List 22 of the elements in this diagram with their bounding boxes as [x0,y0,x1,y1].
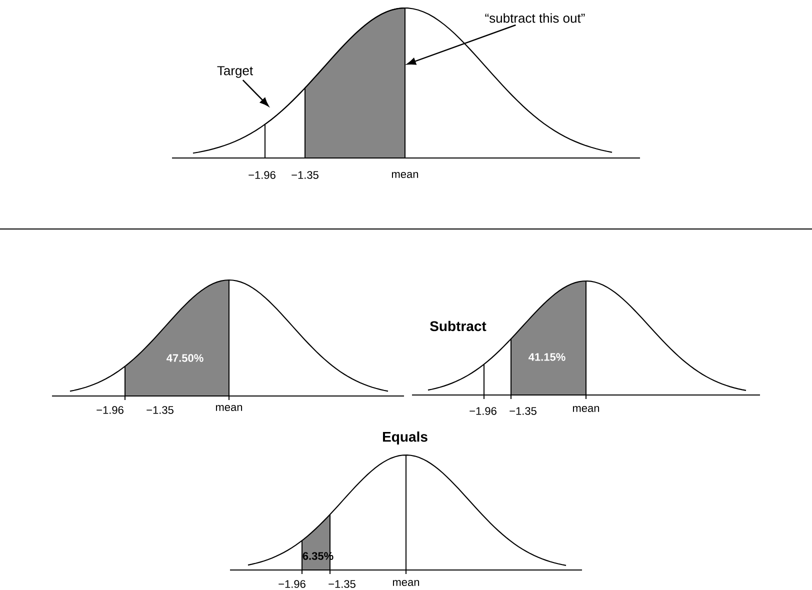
tick-label: −1.35 [510,407,536,415]
tick-label: mean [392,580,420,586]
tick-label: mean [216,405,242,412]
tick-label: mean [392,172,418,178]
tick-label: −1.96 [96,406,124,414]
callout-text: “subtract this out” [485,13,585,23]
percent-label: 41.15% [528,353,566,361]
callout-text: Target [217,66,253,78]
tick-label: −1.35 [146,406,174,414]
target-area [264,86,306,158]
tick-label: −1.96 [248,171,276,179]
heading: Subtract [430,320,486,332]
tick-label: −1.35 [328,580,356,588]
arrow [242,80,269,106]
percent-label: 47.50% [166,354,204,362]
tick-label: −1.35 [292,171,318,179]
shaded-area [304,7,406,158]
tick-label: −1.96 [278,580,306,588]
heading: Equals [383,431,428,445]
arrow [406,24,516,65]
tick-label: −1.96 [470,407,496,415]
tick-label: mean [572,406,600,412]
